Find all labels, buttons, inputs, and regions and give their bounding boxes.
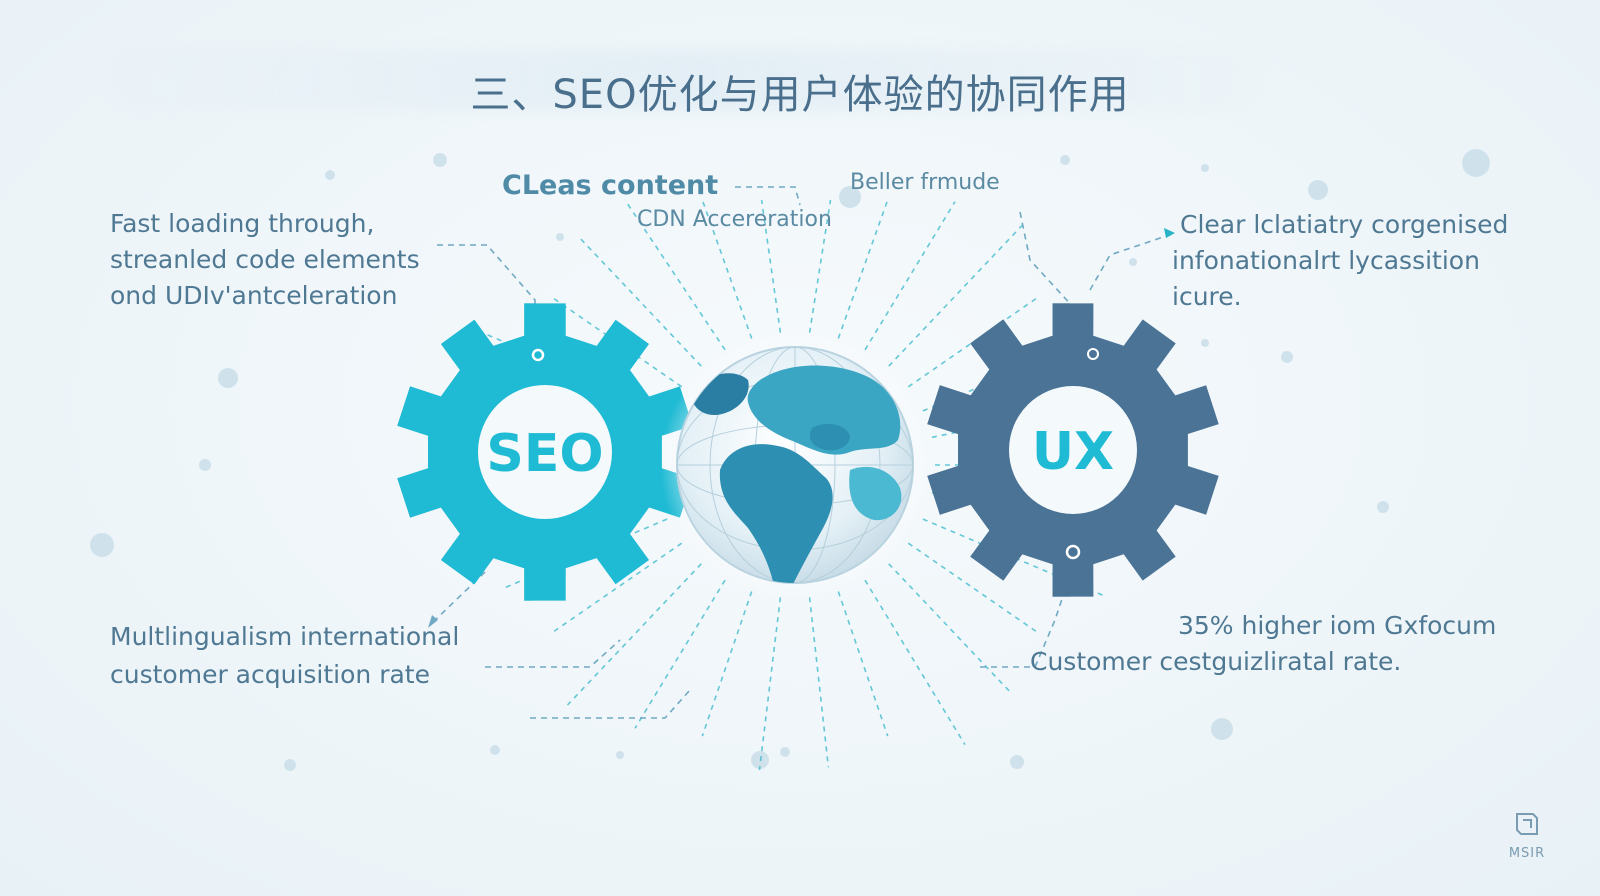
logo-mark-icon bbox=[1516, 813, 1538, 835]
label-right-top-line-1: Clear lclatiatry corgenised bbox=[1180, 210, 1509, 239]
ux-gear: UX bbox=[927, 303, 1219, 597]
globe-icon bbox=[660, 330, 930, 600]
label-right-top: Clear lclatiatry corgenised infonational… bbox=[1172, 207, 1508, 315]
arrow-head bbox=[428, 615, 438, 628]
label-left-top-line-3: ond UDIv'antceleration bbox=[110, 281, 398, 310]
label-top-center: CLeas content bbox=[502, 170, 719, 201]
label-left-top: Fast loading through, streanled code ele… bbox=[110, 206, 420, 314]
label-right-top-line-3: icure. bbox=[1172, 282, 1242, 311]
title-glow bbox=[110, 50, 1260, 110]
radiating-line bbox=[701, 591, 753, 737]
background-dots bbox=[90, 149, 1490, 771]
label-right-bottom: 35% higher iom Gxfocum Customer cestguiz… bbox=[1030, 608, 1496, 680]
label-left-bottom-line-2: customer acquisition rate bbox=[110, 660, 430, 689]
label-left-top-line-1: Fast loading through, bbox=[110, 209, 375, 238]
radiating-line bbox=[864, 579, 966, 746]
seo-gear: SEO bbox=[397, 303, 693, 601]
label-top-center-sub: CDN Accereration bbox=[637, 207, 832, 232]
radiating-line bbox=[634, 579, 726, 729]
radiating-line bbox=[760, 199, 782, 333]
radiating-line bbox=[808, 597, 830, 768]
radiating-line bbox=[808, 199, 832, 333]
radiating-line bbox=[837, 199, 889, 339]
label-right-bottom-line-1: 35% higher iom Gxfocum bbox=[1178, 611, 1497, 640]
radiating-line bbox=[907, 542, 1039, 634]
logo-text: MSIR bbox=[1508, 846, 1546, 861]
radiating-line bbox=[701, 199, 753, 339]
radiating-line bbox=[922, 518, 1106, 598]
radiating-line bbox=[566, 563, 702, 706]
radiating-line bbox=[888, 563, 1010, 692]
radiating-line bbox=[624, 199, 726, 351]
radiating-line bbox=[864, 201, 956, 351]
label-top-right: Beller frmude bbox=[850, 170, 1000, 195]
radiating-line bbox=[888, 224, 1024, 367]
page-title: 三、SEO优化与用户体验的协同作用 bbox=[470, 72, 1130, 118]
arrow-head bbox=[1164, 228, 1175, 238]
label-left-bottom: Multlingualism international customer ac… bbox=[110, 618, 459, 694]
seo-gear-label: SEO bbox=[486, 424, 603, 484]
radiating-line bbox=[758, 597, 782, 771]
ux-gear-label: UX bbox=[1032, 422, 1114, 482]
radiating-line bbox=[837, 591, 889, 737]
label-right-bottom-line-2: Customer cestguizliratal rate. bbox=[1030, 647, 1402, 676]
radiating-line bbox=[551, 542, 683, 634]
logo: MSIR bbox=[1502, 806, 1552, 861]
radiating-line bbox=[551, 296, 683, 388]
label-right-top-line-2: infonationalrt lycassition bbox=[1172, 246, 1480, 275]
label-left-top-line-2: streanled code elements bbox=[110, 245, 420, 274]
label-left-bottom-line-1: Multlingualism international bbox=[110, 622, 460, 651]
radiating-line bbox=[907, 296, 1039, 388]
